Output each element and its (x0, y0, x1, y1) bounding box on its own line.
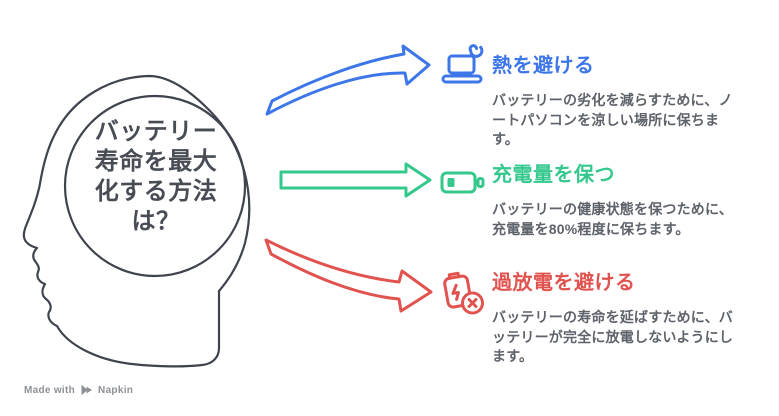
arrow-to-keep-charge (279, 162, 432, 198)
item-desc-keep-charge: バッテリーの健康状態を保つために、充電量を80%程度に保ちます。 (492, 201, 733, 237)
laptop-heat-icon (441, 44, 484, 84)
item-title-avoid-heat: 熱を避ける (492, 55, 595, 77)
item-desc-avoid-discharge: バッテリーの寿命を延ばすために、バッテリーが完全に放電しないようにします。 (492, 309, 734, 364)
question-line: 化する方法 (94, 178, 218, 205)
battery-low-icon (440, 171, 485, 194)
question-line: バッテリー (94, 118, 218, 145)
head-silhouette (22, 74, 251, 368)
arrow-to-avoid-discharge (264, 238, 433, 313)
item-title-avoid-discharge: 過放電を避ける (492, 272, 636, 294)
battery-x-icon (443, 271, 484, 315)
made-with-label: Made with (24, 384, 76, 396)
central-question: バッテリー 寿命を最大 化する方法 は？ (58, 117, 254, 237)
question-line: は？ (131, 208, 181, 235)
brain-circle (63, 94, 247, 278)
arrow-to-avoid-heat (265, 44, 431, 116)
napkin-brand-label: Napkin (98, 384, 134, 396)
item-title-keep-charge: 充電量を保つ (492, 164, 615, 186)
napkin-logo-icon (81, 384, 93, 396)
made-with-napkin: Made with Napkin (24, 384, 133, 396)
item-desc-avoid-heat: バッテリーの劣化を減らすために、ノートパソコンを涼しい場所に保ちます。 (492, 92, 733, 147)
question-line: 寿命を最大 (94, 148, 218, 175)
